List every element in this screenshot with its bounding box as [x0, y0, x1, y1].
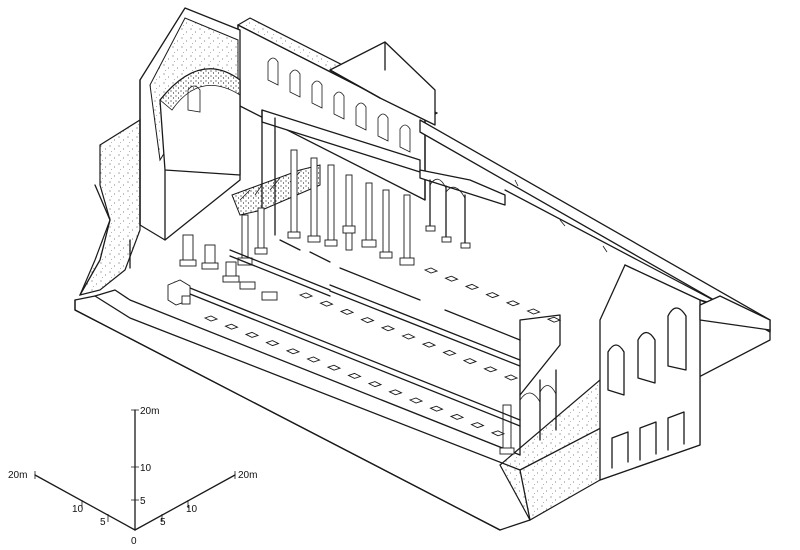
column-base	[285, 348, 301, 355]
scale-left-end: 20m	[8, 470, 27, 481]
column-base	[401, 333, 416, 340]
column-base	[244, 331, 260, 338]
stylobates	[174, 239, 521, 427]
left-side-wall	[78, 118, 141, 296]
column-base	[526, 308, 541, 315]
column-base	[298, 292, 314, 299]
column-base	[339, 308, 355, 315]
column-base	[326, 364, 342, 371]
column-base	[367, 381, 383, 388]
rear-roof	[329, 41, 436, 126]
scale-vertical-mid: 10	[140, 463, 152, 474]
column	[324, 164, 338, 247]
column	[399, 194, 415, 266]
column-bases	[203, 267, 562, 437]
column-base	[224, 323, 239, 330]
column-base	[505, 300, 521, 307]
column-base	[408, 397, 424, 404]
column-base	[319, 300, 334, 307]
column-base	[490, 430, 506, 437]
scale-vertical-top: 20m	[140, 406, 159, 417]
column-base	[485, 292, 500, 299]
column-base	[360, 317, 375, 324]
column-base	[442, 349, 457, 356]
scale-left-mid: 10	[72, 504, 84, 515]
column-base	[546, 316, 562, 323]
column-base	[203, 315, 219, 322]
column	[361, 182, 377, 248]
front-arcade	[499, 314, 561, 456]
column	[254, 207, 268, 255]
scale-bar: 20m 10 5 20m 10 5 20m 10 5 0	[8, 406, 257, 547]
column-base	[388, 389, 403, 396]
column-base	[306, 356, 321, 363]
column	[342, 174, 356, 251]
column-base	[462, 358, 478, 365]
column-base	[470, 422, 485, 429]
column-base	[464, 283, 480, 290]
column	[307, 157, 321, 243]
column	[379, 189, 393, 259]
column-base	[429, 405, 444, 412]
column-base	[347, 372, 362, 379]
column-base	[444, 275, 459, 282]
scale-vertical-low: 5	[140, 496, 146, 507]
scale-right-low: 5	[160, 517, 166, 528]
scale-left-low: 5	[100, 517, 106, 528]
facade-doors	[611, 411, 685, 469]
apse-wall	[139, 7, 241, 241]
ruin-fragments	[167, 234, 278, 306]
right-outer-wall	[419, 119, 771, 333]
column	[287, 149, 301, 239]
column-base	[423, 267, 439, 274]
column-base	[265, 340, 280, 347]
column-base	[449, 413, 465, 420]
right-arcade	[419, 169, 506, 249]
column-base	[380, 325, 396, 332]
arch-colonnade	[231, 109, 421, 241]
scale-right-mid: 10	[186, 504, 198, 515]
nave-columns	[237, 149, 415, 266]
column-base	[503, 374, 519, 381]
scale-origin: 0	[131, 536, 137, 547]
column-base	[421, 341, 437, 348]
facade-windows	[607, 307, 687, 396]
scale-right-end: 20m	[238, 470, 257, 481]
west-facade	[499, 264, 771, 521]
column-base	[483, 366, 498, 373]
clerestory-windows	[267, 57, 411, 153]
